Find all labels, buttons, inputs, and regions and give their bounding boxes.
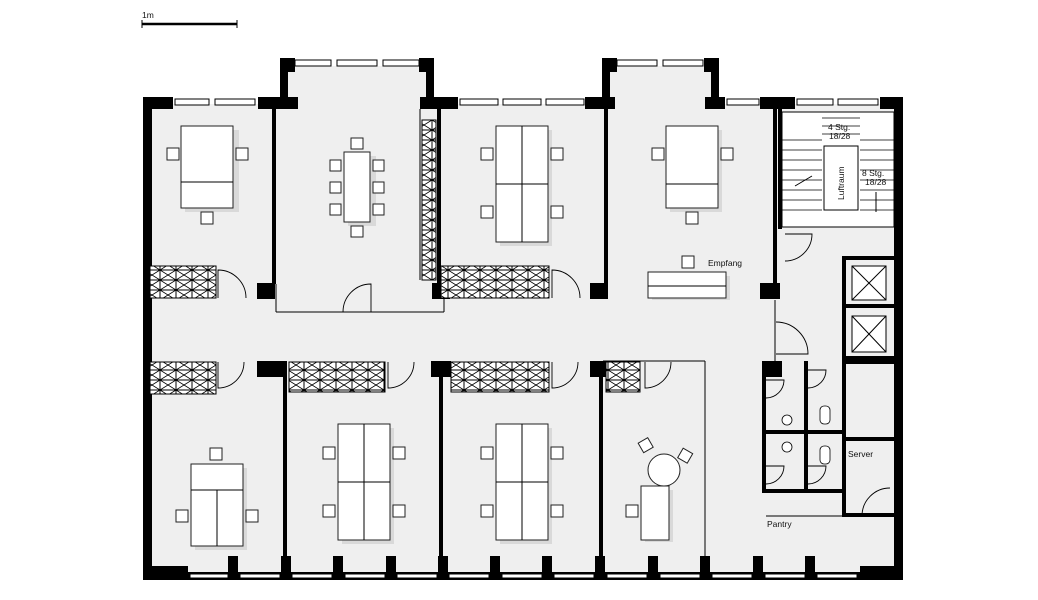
stairs-up-line1: 4 Stg. <box>828 122 850 132</box>
service-block: Server Pantry <box>762 360 900 529</box>
stairs-down-line1: 8 Stg. <box>862 168 884 178</box>
airspace-label: Luftraum <box>836 166 846 200</box>
windows <box>174 59 879 579</box>
reception-label: Empfang <box>708 258 742 268</box>
scale-bar: 1m <box>141 10 238 28</box>
scale-bar-label: 1m <box>142 10 154 20</box>
server-label: Server <box>848 449 873 459</box>
columns <box>228 556 815 572</box>
stairs-down-line2: 18/28 <box>865 177 887 187</box>
cabinets <box>149 119 641 395</box>
doors <box>217 233 891 517</box>
interior-walls <box>150 109 782 572</box>
pantry-label: Pantry <box>767 519 792 529</box>
stair-core: Luftraum 4 Stg. 18/28 8 Stg. 18/28 <box>778 109 895 229</box>
stairs-up-line2: 18/28 <box>829 131 851 141</box>
furniture: Empfang <box>166 125 742 550</box>
elevator-shafts <box>842 256 900 360</box>
